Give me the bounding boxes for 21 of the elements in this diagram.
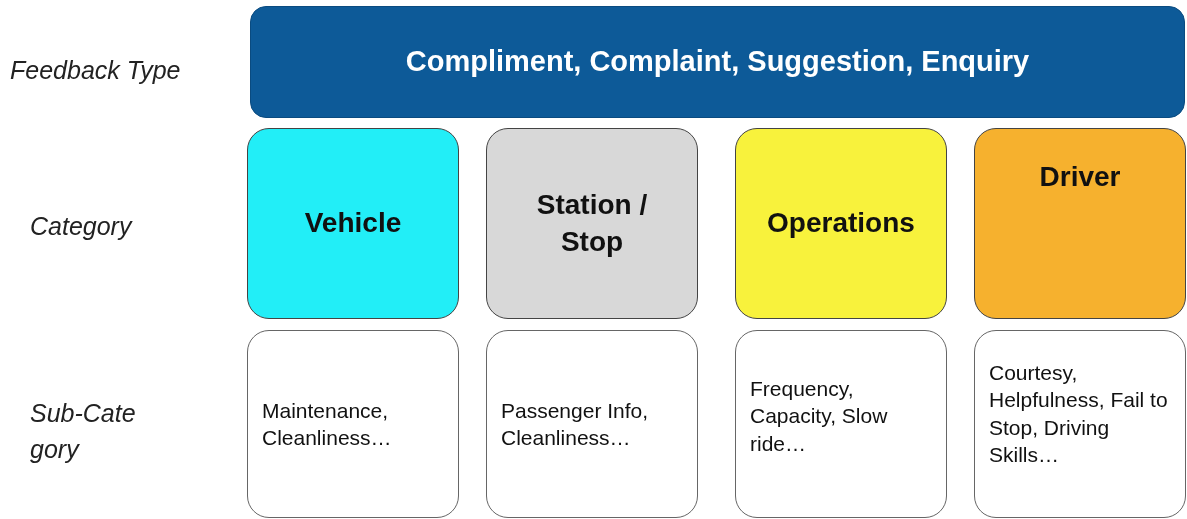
sub-category-box xyxy=(974,330,1186,518)
sub-category-text: Maintenance, Cleanliness… xyxy=(262,397,393,451)
category-name: Operations xyxy=(767,206,915,241)
sub-category-box xyxy=(735,330,947,518)
sub-category-box xyxy=(486,330,698,518)
category-box xyxy=(247,128,459,319)
row-heading: Sub-Cate gory xyxy=(30,398,137,466)
sub-category-text: Frequency, Capacity, Slow ride… xyxy=(750,376,889,457)
sub-category-text: Passenger Info, Cleanliness… xyxy=(501,397,650,451)
feedback-types-text: Compliment, Complaint, Suggestion, Enquiry xyxy=(405,44,1030,80)
category-box xyxy=(974,128,1186,319)
category-name: Station / Stop xyxy=(535,188,649,259)
category-box xyxy=(486,128,698,319)
category-box xyxy=(735,128,947,319)
feedback-type-band xyxy=(250,6,1185,118)
category-name: Vehicle xyxy=(304,206,402,241)
sub-category-box xyxy=(247,330,459,518)
sub-category-text: Courtesy, Helpfulness, Fail to Stop, Driving Skills… xyxy=(989,360,1169,468)
row-heading: Category xyxy=(30,211,134,242)
row-heading: Feedback Type xyxy=(10,55,182,86)
category-name: Driver xyxy=(1039,160,1121,194)
